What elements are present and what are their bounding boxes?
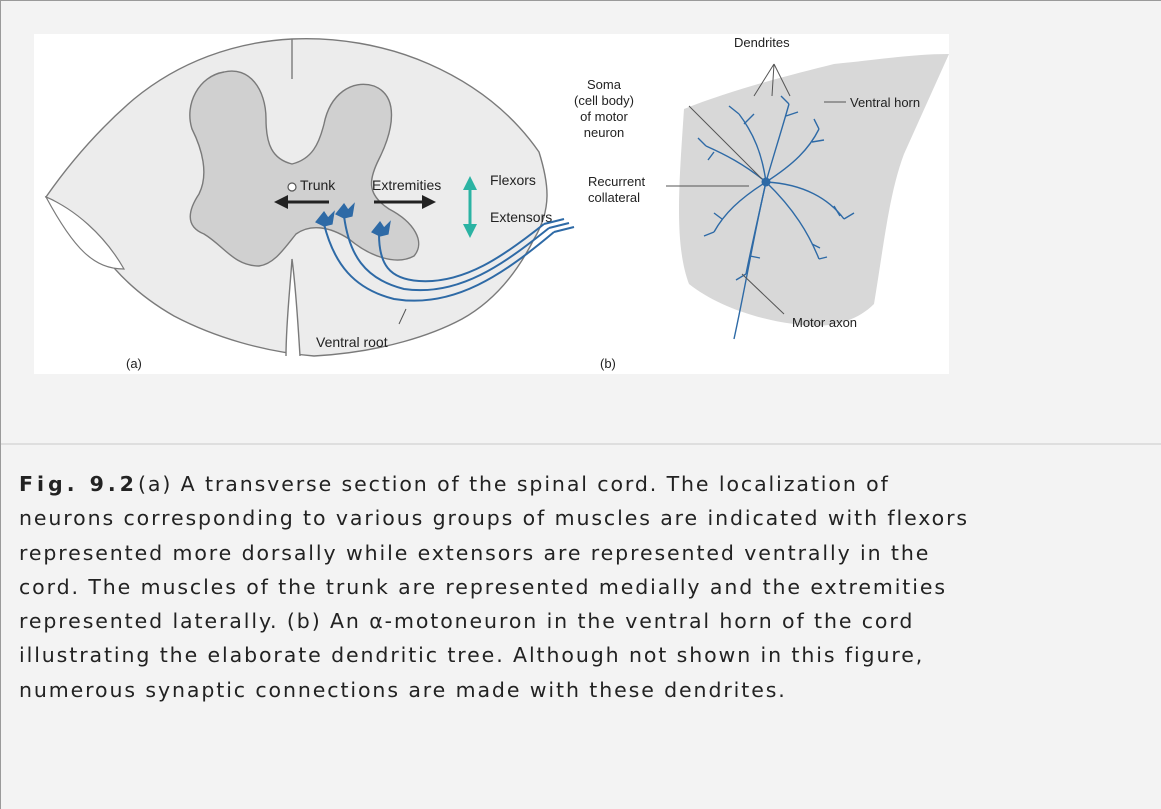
panel-b: Dendrites Soma (cell body) of motor neur… <box>574 35 949 371</box>
trunk-label: Trunk <box>300 177 336 193</box>
caption-line-2: neurons corresponding to various groups … <box>19 501 1161 535</box>
soma-label-line-2: (cell body) <box>574 93 634 108</box>
extensors-label: Extensors <box>490 209 552 225</box>
dendrites-label: Dendrites <box>734 35 790 50</box>
recurrent-label-line-1: Recurrent <box>588 174 645 189</box>
figure-illustration: Trunk Extremities Flexors Extensors <box>34 34 949 374</box>
ventral-horn-label: Ventral horn <box>850 95 920 110</box>
soma-label-line-4: neuron <box>584 125 624 140</box>
motor-axon-label: Motor axon <box>792 315 857 330</box>
soma-label-line-3: of motor <box>580 109 628 124</box>
soma-label-line-1: Soma <box>587 77 622 92</box>
panel-a-label: (a) <box>126 356 142 371</box>
caption-line-7: numerous synaptic connections are made w… <box>19 673 1161 707</box>
caption-line-6: illustrating the elaborate dendritic tre… <box>19 638 1161 672</box>
caption-line-1: Fig. 9.2(a) A transverse section of the … <box>19 467 1161 501</box>
ventral-root-label: Ventral root <box>316 334 388 350</box>
panel-a: Trunk Extremities Flexors Extensors <box>46 39 574 371</box>
caption-text-1: (a) A transverse section of the spinal c… <box>138 472 890 496</box>
recurrent-label-line-2: collateral <box>588 190 640 205</box>
panel-b-label: (b) <box>600 356 616 371</box>
caption-line-4: cord. The muscles of the trunk are repre… <box>19 570 1161 604</box>
caption-line-5: represented laterally. (b) An α-motoneur… <box>19 604 1161 638</box>
figure-image: Trunk Extremities Flexors Extensors <box>34 34 949 374</box>
caption-line-3: represented more dorsally while extensor… <box>19 536 1161 570</box>
caption-divider <box>1 443 1161 445</box>
flexors-label: Flexors <box>490 172 536 188</box>
extremities-label: Extremities <box>372 177 441 193</box>
figure-caption: Fig. 9.2(a) A transverse section of the … <box>19 467 1161 707</box>
figure-number: Fig. 9.2 <box>19 472 138 496</box>
